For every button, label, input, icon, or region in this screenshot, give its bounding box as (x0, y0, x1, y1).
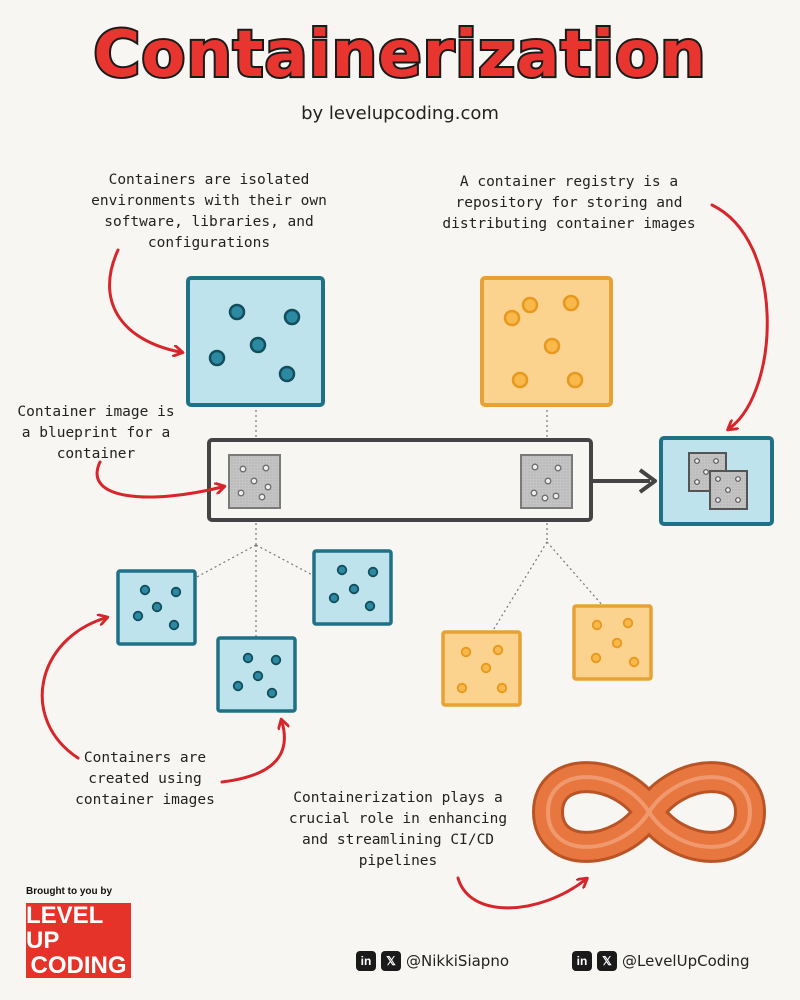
linkedin-icon: in (572, 951, 592, 971)
note-containers-isolated: Containers are isolated environments wit… (91, 172, 327, 251)
note-container-registry: A container registry is a repository for… (442, 174, 696, 232)
container-image-right (520, 454, 573, 509)
level-up-coding-logo: LEVEL UP CODING (26, 903, 131, 978)
small-blue-container-2 (312, 549, 393, 626)
container-image-left (228, 454, 281, 509)
brought-to-you-label: Brought to you by (26, 886, 113, 897)
handle-text: @NikkiSiapno (406, 952, 510, 970)
note-created-using-images: Containers are created using container i… (75, 750, 215, 808)
handle-text: @LevelUpCoding (622, 952, 750, 970)
linkedin-icon: in (356, 951, 376, 971)
x-icon: 𝕏 (381, 951, 401, 971)
small-blue-container-3 (216, 636, 297, 713)
note-cicd-pipelines: Containerization plays a crucial role in… (288, 790, 508, 869)
infinity-icon (531, 761, 767, 863)
page-title: Containerization (91, 16, 707, 94)
social-handle-levelupcoding[interactable]: in 𝕏 @LevelUpCoding (572, 951, 749, 971)
social-handle-nikki[interactable]: in 𝕏 @NikkiSiapno (356, 951, 509, 971)
small-blue-container-1 (116, 569, 197, 646)
annotation-arrows (40, 203, 769, 910)
container-registry (659, 436, 774, 526)
large-orange-container (480, 276, 613, 407)
logo-line-2: CODING (30, 952, 127, 979)
logo-line-1: LEVEL UP (26, 902, 103, 954)
push-arrow (591, 468, 657, 494)
small-orange-container-1 (441, 630, 522, 707)
note-image-blueprint: Container image is a blueprint for a con… (17, 404, 175, 462)
small-orange-container-2 (572, 604, 653, 681)
large-blue-container (186, 276, 325, 407)
page-subtitle: by levelupcoding.com (301, 103, 499, 124)
x-icon: 𝕏 (597, 951, 617, 971)
